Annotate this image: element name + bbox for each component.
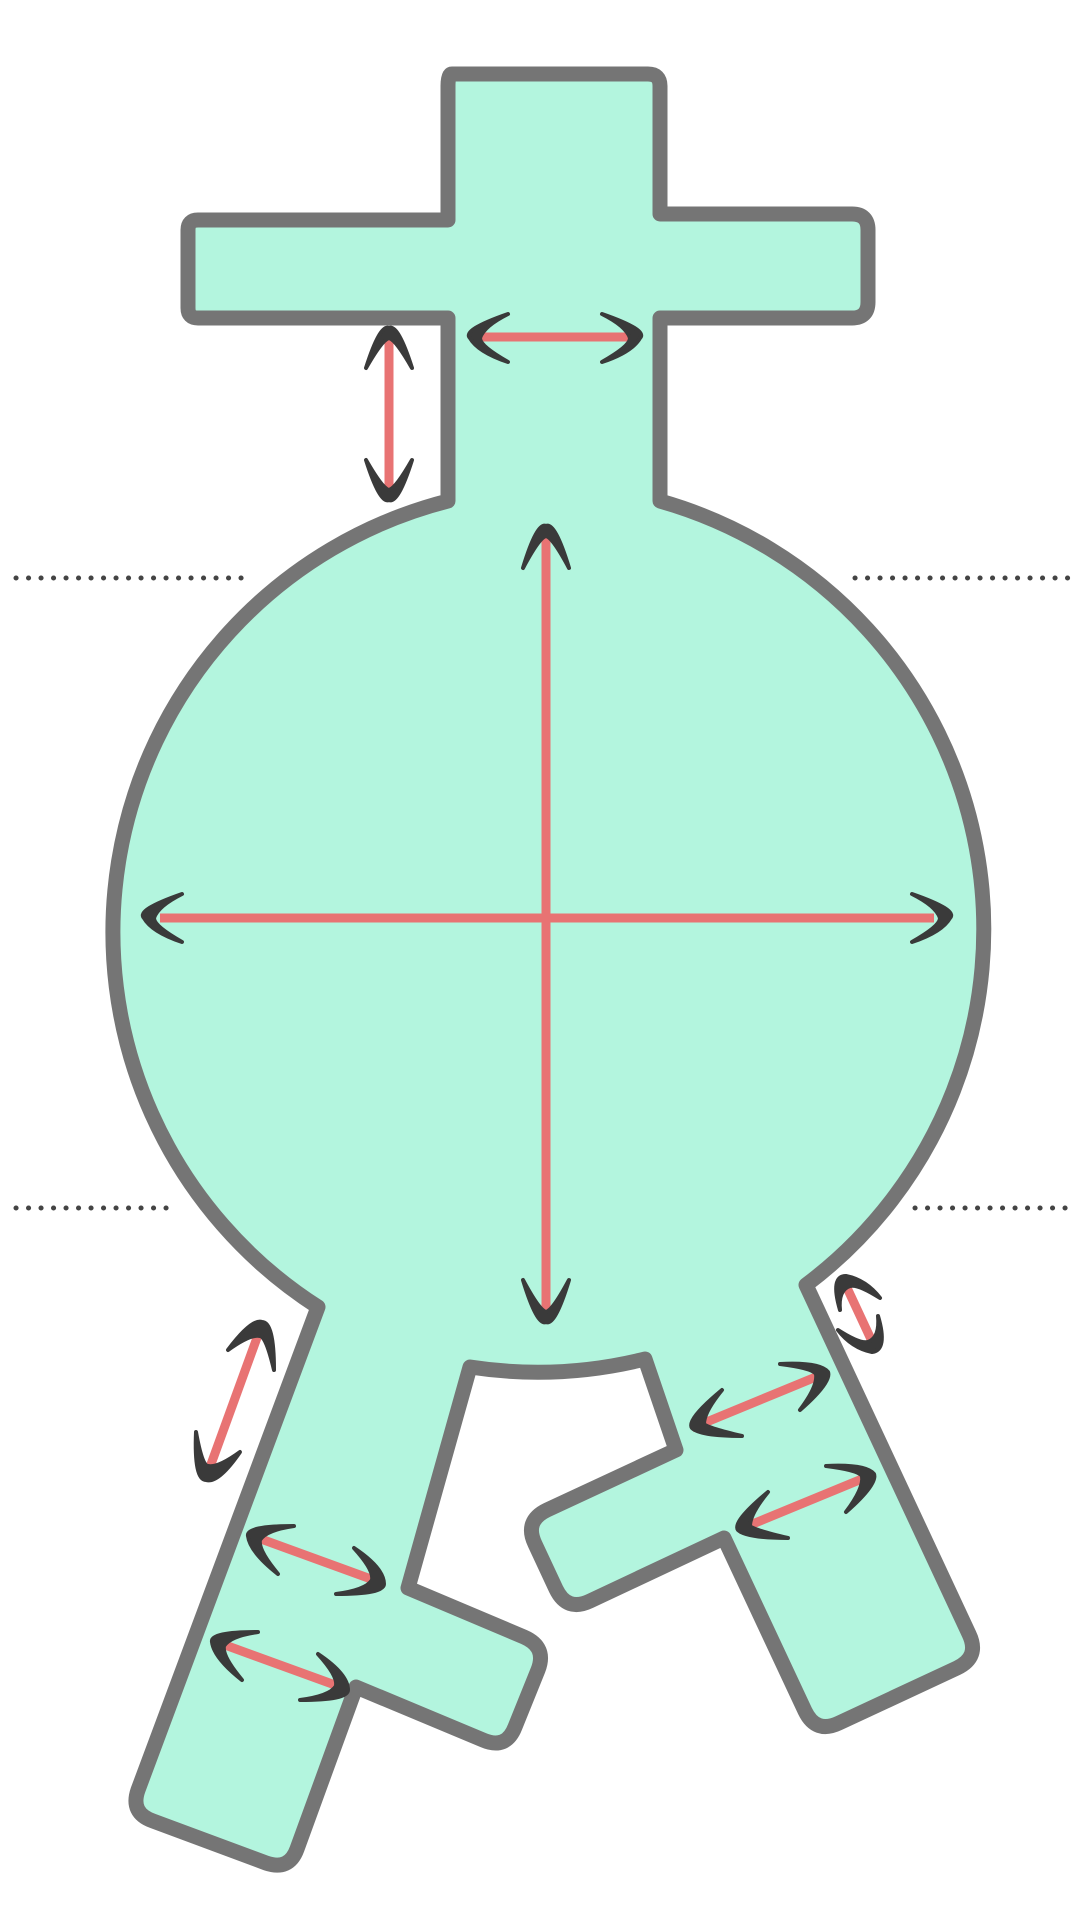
arrowhead-left — [735, 1490, 790, 1540]
arrowhead-right — [334, 1546, 386, 1596]
arrowhead-bottom — [836, 1314, 884, 1354]
neck-height-arrow — [364, 325, 414, 503]
arrowhead-left — [466, 312, 510, 364]
arrowhead-right — [824, 1463, 877, 1514]
arrowhead-right — [778, 1361, 831, 1412]
arrowhead-bottom — [193, 1430, 242, 1483]
arrowhead-left — [689, 1388, 744, 1438]
arrowhead-right — [600, 312, 644, 364]
neck-width-arrow — [466, 312, 644, 364]
arrowhead-right — [910, 892, 954, 944]
arrowhead-up — [364, 325, 414, 370]
body-height-arrow — [521, 523, 571, 1325]
arrowhead-left — [210, 1630, 260, 1682]
left-leg-width-arrow-upper — [246, 1524, 386, 1596]
right-leg-width-arrow-upper — [689, 1361, 831, 1438]
arrowhead-left — [140, 892, 184, 944]
left-leg-width-arrow-lower — [210, 1630, 350, 1702]
arrowhead-top — [226, 1319, 276, 1372]
arrowhead-top — [834, 1274, 882, 1312]
arrowhead-left — [246, 1524, 296, 1576]
arrowhead-right — [298, 1652, 350, 1702]
body-width-arrow — [140, 892, 954, 944]
left-leg-gap-arrow — [193, 1319, 276, 1483]
arrowhead-down — [364, 458, 414, 503]
right-leg-width-arrow-lower — [735, 1463, 877, 1540]
right-leg-gap-arrow — [834, 1274, 884, 1354]
arrowhead-up — [521, 523, 571, 570]
measurement-arrows — [140, 312, 954, 1702]
arrowhead-down — [521, 1278, 571, 1325]
